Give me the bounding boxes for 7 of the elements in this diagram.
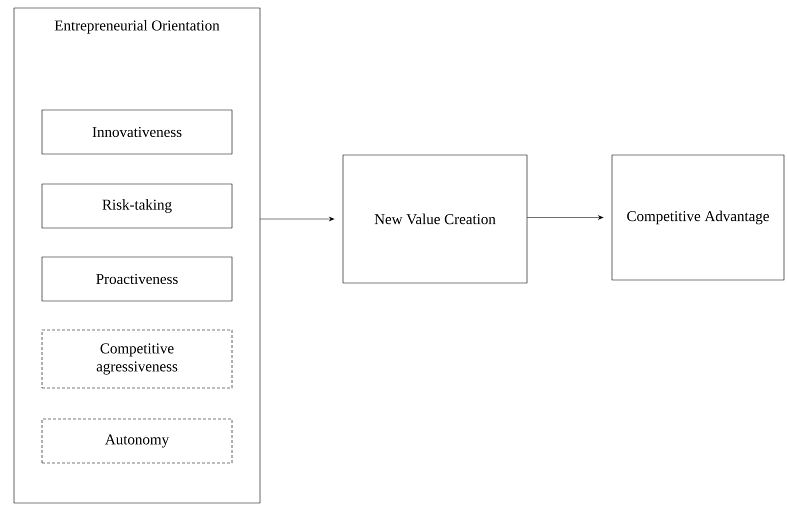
process-box: Autonomy: [42, 418, 232, 464]
process-box: Risk-taking: [42, 184, 232, 228]
process-box: Competitive agressiveness: [42, 330, 232, 388]
process-box: New Value Creation: [342, 154, 528, 284]
process-box: Innovativeness: [42, 110, 232, 154]
process-box: Competitive Advantage: [612, 154, 784, 280]
process-box: Proactiveness: [42, 256, 232, 302]
